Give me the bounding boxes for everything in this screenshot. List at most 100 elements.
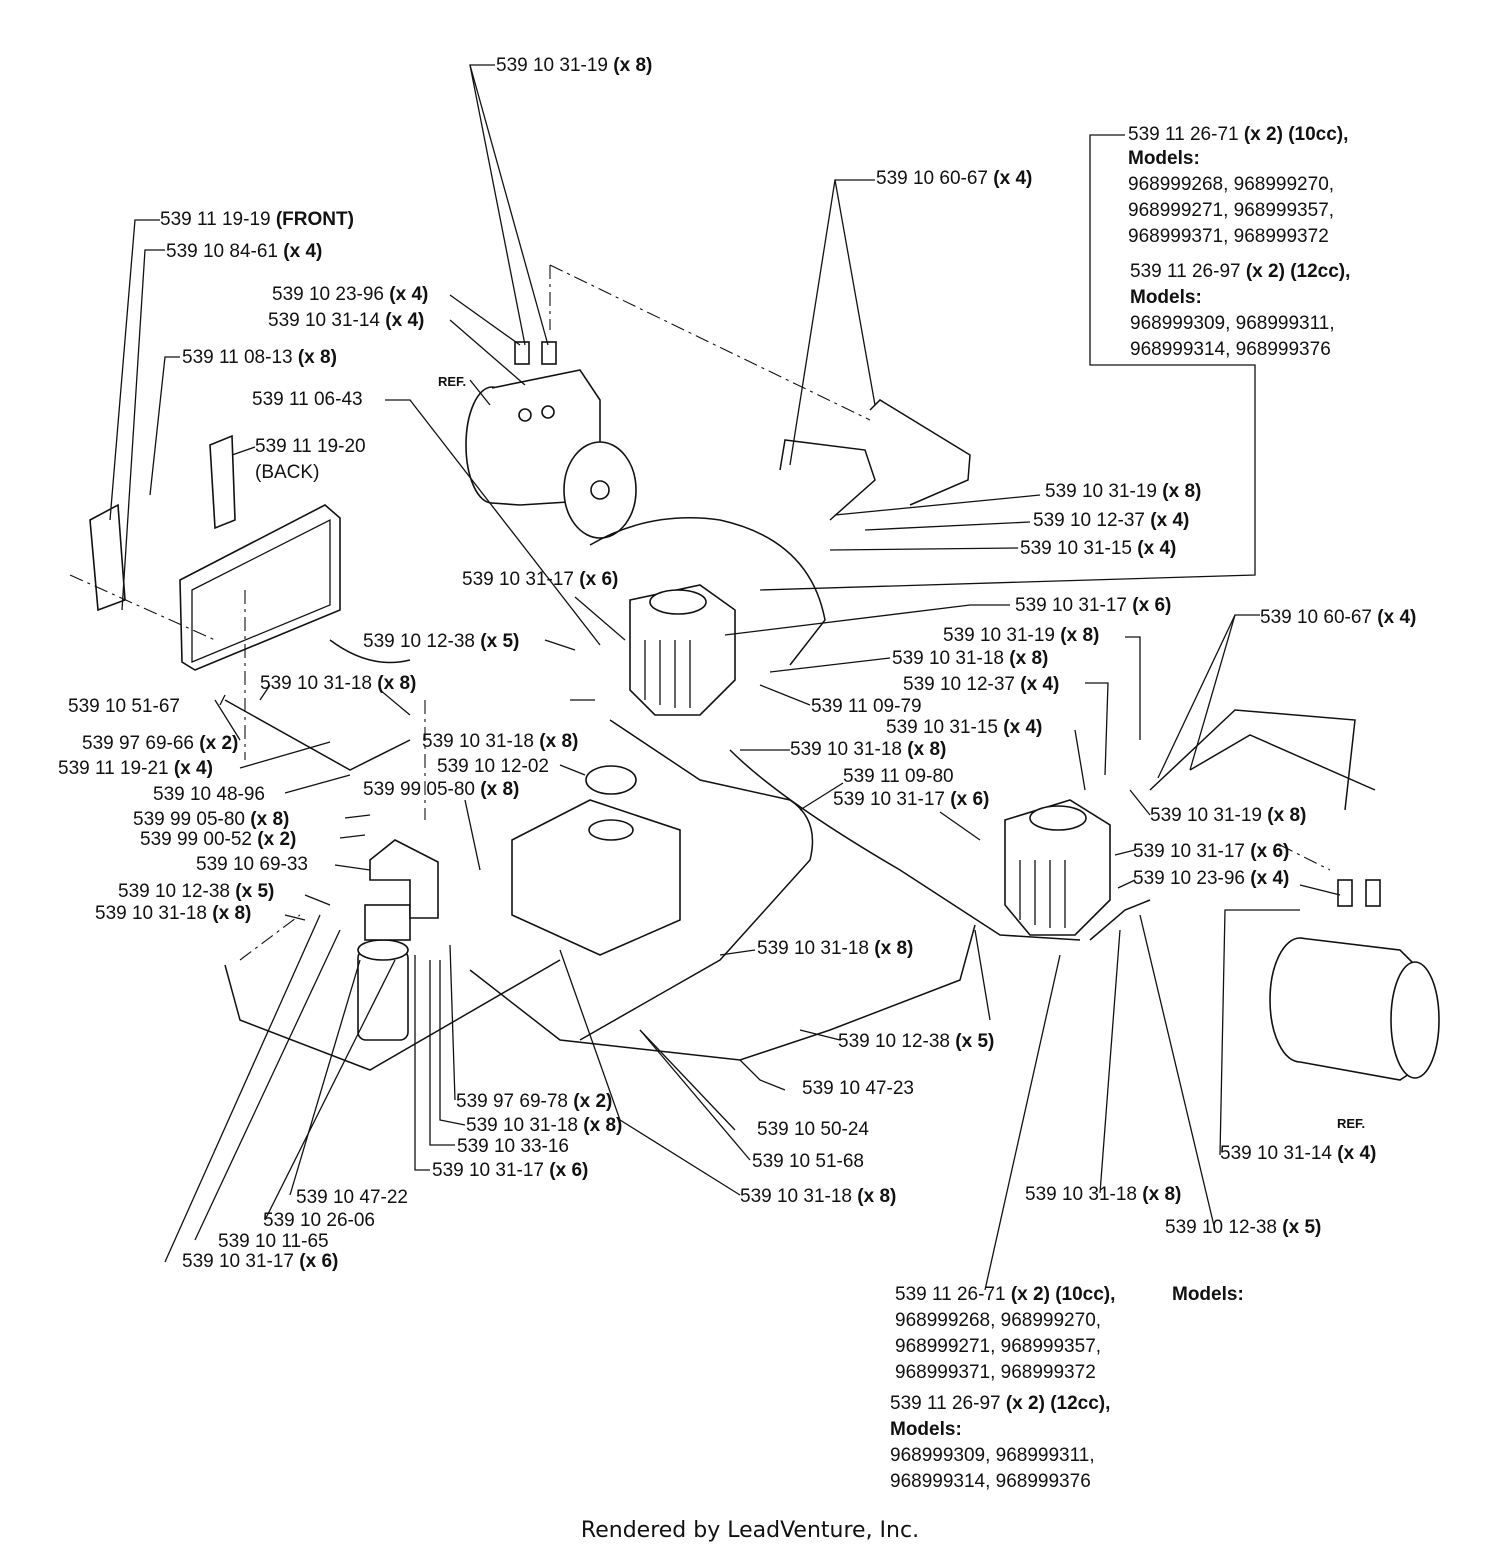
quantity-note: (FRONT) (275, 209, 354, 230)
part-callout: 539 10 12-38 (x 5) (118, 880, 274, 903)
part-number: 539 10 51-68 (752, 1151, 864, 1172)
part-number: 968999268, 968999270, (1128, 174, 1335, 195)
part-callout: 968999268, 968999270, (895, 1309, 1101, 1332)
quantity-note: (x 4) (1150, 510, 1190, 531)
part-number: 539 10 31-15 (886, 717, 998, 738)
part-number: 539 10 31-17 (462, 569, 574, 590)
part-callout: 539 10 31-18 (x 8) (790, 738, 946, 761)
quantity-note: (x 5) (235, 881, 275, 902)
part-callout: 539 11 19-19 (FRONT) (160, 208, 354, 231)
part-callout: 539 10 31-15 (x 4) (886, 716, 1042, 739)
quantity-note: (x 2) (10cc), (1010, 1284, 1116, 1305)
part-callout: 539 10 31-18 (x 8) (740, 1185, 896, 1208)
quantity-note: (x 8) (613, 55, 653, 76)
part-number: 539 10 12-38 (838, 1031, 950, 1052)
part-number: 539 10 31-17 (432, 1160, 544, 1181)
part-callout: 539 10 31-17 (x 6) (462, 568, 618, 591)
quantity-note: (x 8) (297, 347, 337, 368)
left-wheel-motor (465, 341, 637, 539)
part-number: 539 10 31-18 (892, 648, 1004, 669)
part-callout: 539 10 47-23 (802, 1077, 914, 1100)
quantity-note: (x 4) (1020, 674, 1060, 695)
ref-label: REF. (438, 374, 467, 389)
part-number: 539 10 12-38 (118, 881, 230, 902)
part-number: 539 11 09-79 (811, 696, 922, 717)
part-number: 539 10 31-19 (496, 55, 608, 76)
quantity-note: (x 5) (955, 1031, 995, 1052)
quantity-note: (x 2) (10cc), (1243, 124, 1349, 145)
part-callout: 539 10 12-37 (x 4) (903, 673, 1059, 696)
footer-credit: Rendered by LeadVenture, Inc. (580, 1518, 920, 1543)
part-number: 539 10 31-18 (790, 739, 902, 760)
quantity-note: (x 4) (1377, 607, 1417, 628)
part-number: 968999309, 968999311, (890, 1445, 1095, 1466)
part-number: (BACK) (255, 462, 320, 483)
part-callout: 539 11 26-71 (x 2) (10cc), (895, 1283, 1115, 1306)
part-callout: 539 10 12-38 (x 5) (1165, 1216, 1321, 1239)
part-number: 539 10 26-06 (263, 1210, 375, 1231)
part-number: 539 10 69-33 (196, 854, 308, 875)
part-number: 539 10 12-37 (903, 674, 1015, 695)
quantity-note: (x 2) (199, 733, 239, 754)
quantity-note: (x 4) (993, 168, 1033, 189)
quantity-note: (x 6) (950, 789, 990, 810)
part-callout: 539 99 05-80 (x 8) (133, 808, 289, 831)
ref-label: REF. (1337, 1116, 1366, 1131)
part-number: 539 11 19-21 (58, 758, 169, 779)
part-number: Models: (1128, 148, 1200, 169)
leader-lines (109, 64, 1341, 1291)
part-callout: 539 10 31-15 (x 4) (1020, 537, 1176, 560)
part-number: 539 10 31-17 (1133, 841, 1245, 862)
quantity-note: (x 8) (583, 1115, 623, 1136)
part-callout: 539 10 23-96 (x 4) (272, 283, 428, 306)
part-number: 539 11 19-19 (160, 209, 271, 230)
part-number: Models: (890, 1419, 962, 1440)
filter-mount-bracket (369, 839, 439, 919)
part-number: 539 10 31-19 (943, 625, 1055, 646)
part-number: 968999271, 968999357, (1128, 200, 1335, 221)
quantity-note: (x 4) (283, 241, 323, 262)
part-number: 539 97 69-78 (456, 1091, 568, 1112)
part-callout: 968999271, 968999357, (895, 1335, 1101, 1358)
part-number: 539 10 31-18 (422, 731, 534, 752)
part-number: 539 10 31-18 (466, 1115, 578, 1136)
part-callout: 539 11 06-43 (252, 388, 363, 411)
part-number: 968999309, 968999311, (1130, 313, 1335, 334)
part-number: 968999371, 968999372 (1128, 226, 1329, 247)
quantity-note: (x 2) (573, 1091, 613, 1112)
quantity-note: (x 4) (1250, 868, 1290, 889)
quantity-note: (x 6) (579, 569, 619, 590)
part-callout: 539 10 12-38 (x 5) (838, 1030, 994, 1053)
quantity-note: (x 8) (212, 903, 252, 924)
part-number: 539 10 11-65 (218, 1231, 329, 1252)
part-callout: 968999371, 968999372 (895, 1361, 1096, 1384)
part-number: 539 10 31-18 (260, 673, 372, 694)
quantity-note: (x 8) (250, 809, 290, 830)
part-callout: Models: (1172, 1283, 1244, 1306)
part-number: 539 10 12-38 (1165, 1217, 1277, 1238)
quantity-note: (x 8) (1009, 648, 1049, 669)
part-callout: 539 10 60-67 (x 4) (1260, 606, 1416, 629)
part-callout: 539 10 31-18 (x 8) (1025, 1183, 1181, 1206)
quantity-note: (x 6) (299, 1251, 339, 1272)
part-callout: 539 11 26-97 (x 2) (12cc), (890, 1392, 1110, 1415)
part-callout: 539 10 31-17 (x 6) (182, 1250, 338, 1273)
quantity-note: (x 4) (1337, 1143, 1377, 1164)
part-number: 539 10 31-19 (1045, 481, 1157, 502)
part-callout: 539 10 31-19 (x 8) (943, 624, 1099, 647)
upper-hydraulic-pump (629, 584, 736, 716)
part-callout: 539 11 19-21 (x 4) (58, 757, 213, 780)
part-callout: 539 10 84-61 (x 4) (166, 240, 322, 263)
quantity-note: (x 5) (480, 631, 520, 652)
center-lines (69, 264, 1331, 961)
part-callout: 539 10 12-02 (437, 755, 549, 778)
part-callout: 968999271, 968999357, (1128, 199, 1334, 222)
part-callout: 539 10 51-67 (68, 695, 180, 718)
part-callout: 539 10 31-14 (x 4) (268, 309, 424, 332)
quantity-note: (x 2) (12cc), (1005, 1393, 1111, 1414)
part-callout: 539 10 51-68 (752, 1150, 864, 1173)
part-callout: 968999309, 968999311, (890, 1444, 1095, 1467)
part-number: 539 99 05-80 (363, 779, 475, 800)
part-number: 539 10 31-15 (1020, 538, 1132, 559)
part-number: 968999371, 968999372 (895, 1362, 1096, 1383)
